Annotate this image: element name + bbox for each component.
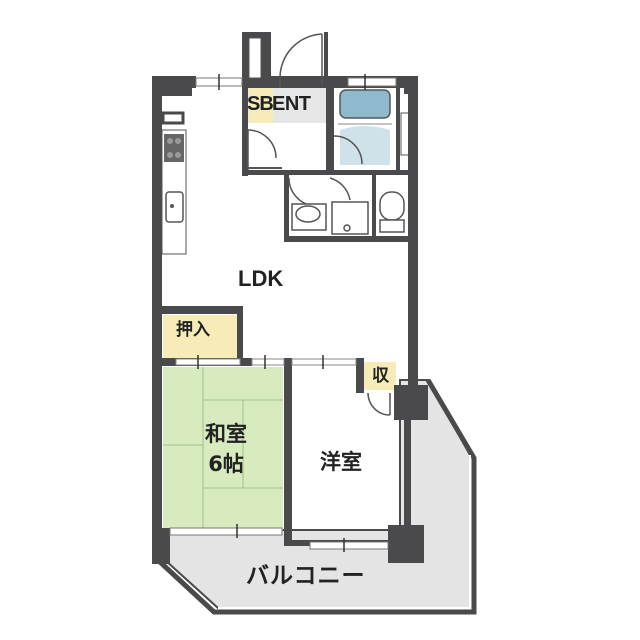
door-swings [247,33,391,416]
sanitary-fixtures [291,191,405,235]
room-label-washitsu-size: 6帖 [208,452,244,476]
bathroom [336,86,410,170]
storage-closet [364,362,396,390]
room-label-entrance: ENT [272,93,311,115]
oshiire-closet [163,315,238,358]
room-label-oshiire: 押入 [176,320,210,340]
kitchen-counter [161,111,187,255]
room-label-balcony: バルコニー [246,563,366,589]
room-label-youshitsu: 洋室 [320,450,362,474]
washitsu-tatami [163,367,283,530]
room-label-shoe-box: SB [247,93,274,115]
shoe-box [249,88,273,123]
windows [169,74,397,552]
room-label-washitsu: 和室 [205,422,247,446]
room-label-storage: 収 [372,366,389,386]
pillar-slot [248,37,262,79]
room-label-ldk: LDK [238,266,284,291]
